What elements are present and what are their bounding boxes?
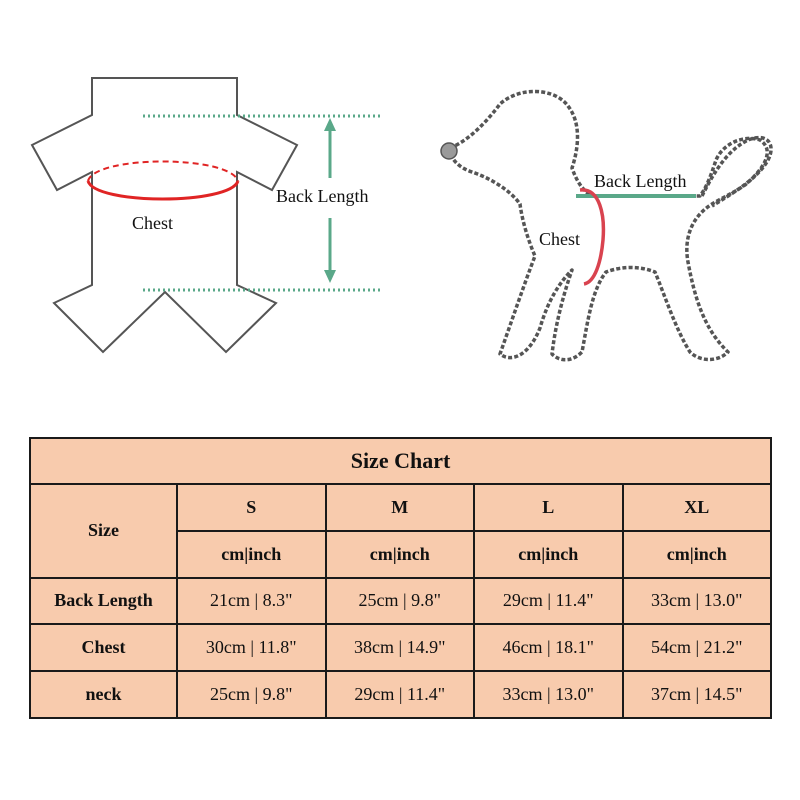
dog-illustration <box>440 89 773 362</box>
table-cell: 46cm | 18.1" <box>473 623 624 673</box>
table-cell: 38cm | 14.9" <box>324 623 475 673</box>
shirt-back-length-label: Back Length <box>276 186 369 206</box>
size-label-m: M <box>324 483 475 532</box>
shirt-chest-ring-back <box>87 160 239 182</box>
size-chart-table: Size Chart Size S M L XL cm|inch cm|inch… <box>29 437 772 719</box>
table-cell: 33cm | 13.0" <box>621 576 772 626</box>
table-cell: 30cm | 11.8" <box>176 623 327 673</box>
table-row: Back Length 21cm | 8.3" 25cm | 9.8" 29cm… <box>29 576 772 626</box>
unit-label: cm|inch <box>473 529 624 579</box>
row-label-chest: Chest <box>29 623 178 673</box>
shirt-chest-label: Chest <box>132 213 174 233</box>
size-header: Size <box>29 483 178 579</box>
dog-chest-ring <box>579 188 606 286</box>
arrow-head-down-icon <box>324 270 336 283</box>
size-label-s: S <box>176 483 327 532</box>
table-row: Chest 30cm | 11.8" 38cm | 14.9" 46cm | 1… <box>29 623 772 673</box>
table-cell: 33cm | 13.0" <box>473 670 624 719</box>
table-unit-row: cm|inch cm|inch cm|inch cm|inch <box>30 529 772 579</box>
measurement-diagram <box>30 77 773 362</box>
size-chart-title: Size Chart <box>29 437 772 485</box>
arrow-head-up-icon <box>324 118 336 131</box>
row-label-neck: neck <box>29 670 178 719</box>
unit-label: cm|inch <box>176 529 327 579</box>
table-cell: 25cm | 9.8" <box>176 670 327 719</box>
table-cell: 37cm | 14.5" <box>621 670 772 719</box>
table-title-row: Size Chart <box>29 437 772 485</box>
dog-back-length-label: Back Length <box>594 171 687 191</box>
table-cell: 25cm | 9.8" <box>324 576 475 626</box>
table-cell: 29cm | 11.4" <box>473 576 624 626</box>
shirt-outline <box>30 77 299 354</box>
shirt-illustration <box>30 77 382 354</box>
dog-tail <box>700 135 773 208</box>
dog-chest-label: Chest <box>539 229 581 249</box>
table-row: neck 25cm | 9.8" 29cm | 11.4" 33cm | 13.… <box>29 670 772 719</box>
unit-label: cm|inch <box>621 529 772 579</box>
table-cell: 21cm | 8.3" <box>176 576 327 626</box>
row-label-back-length: Back Length <box>29 576 178 626</box>
table-cell: 29cm | 11.4" <box>324 670 475 719</box>
size-label-l: L <box>473 483 624 532</box>
illustration-area: Back Length Chest Back Length Chest <box>30 77 773 362</box>
dog-outline <box>448 89 769 362</box>
unit-label: cm|inch <box>324 529 475 579</box>
table-header-row: Size S M L XL <box>29 483 772 579</box>
table-cell: 54cm | 21.2" <box>621 623 772 673</box>
dog-nose-icon <box>440 142 458 160</box>
size-label-xl: XL <box>621 483 772 532</box>
shirt-chest-ring-front <box>86 180 240 201</box>
